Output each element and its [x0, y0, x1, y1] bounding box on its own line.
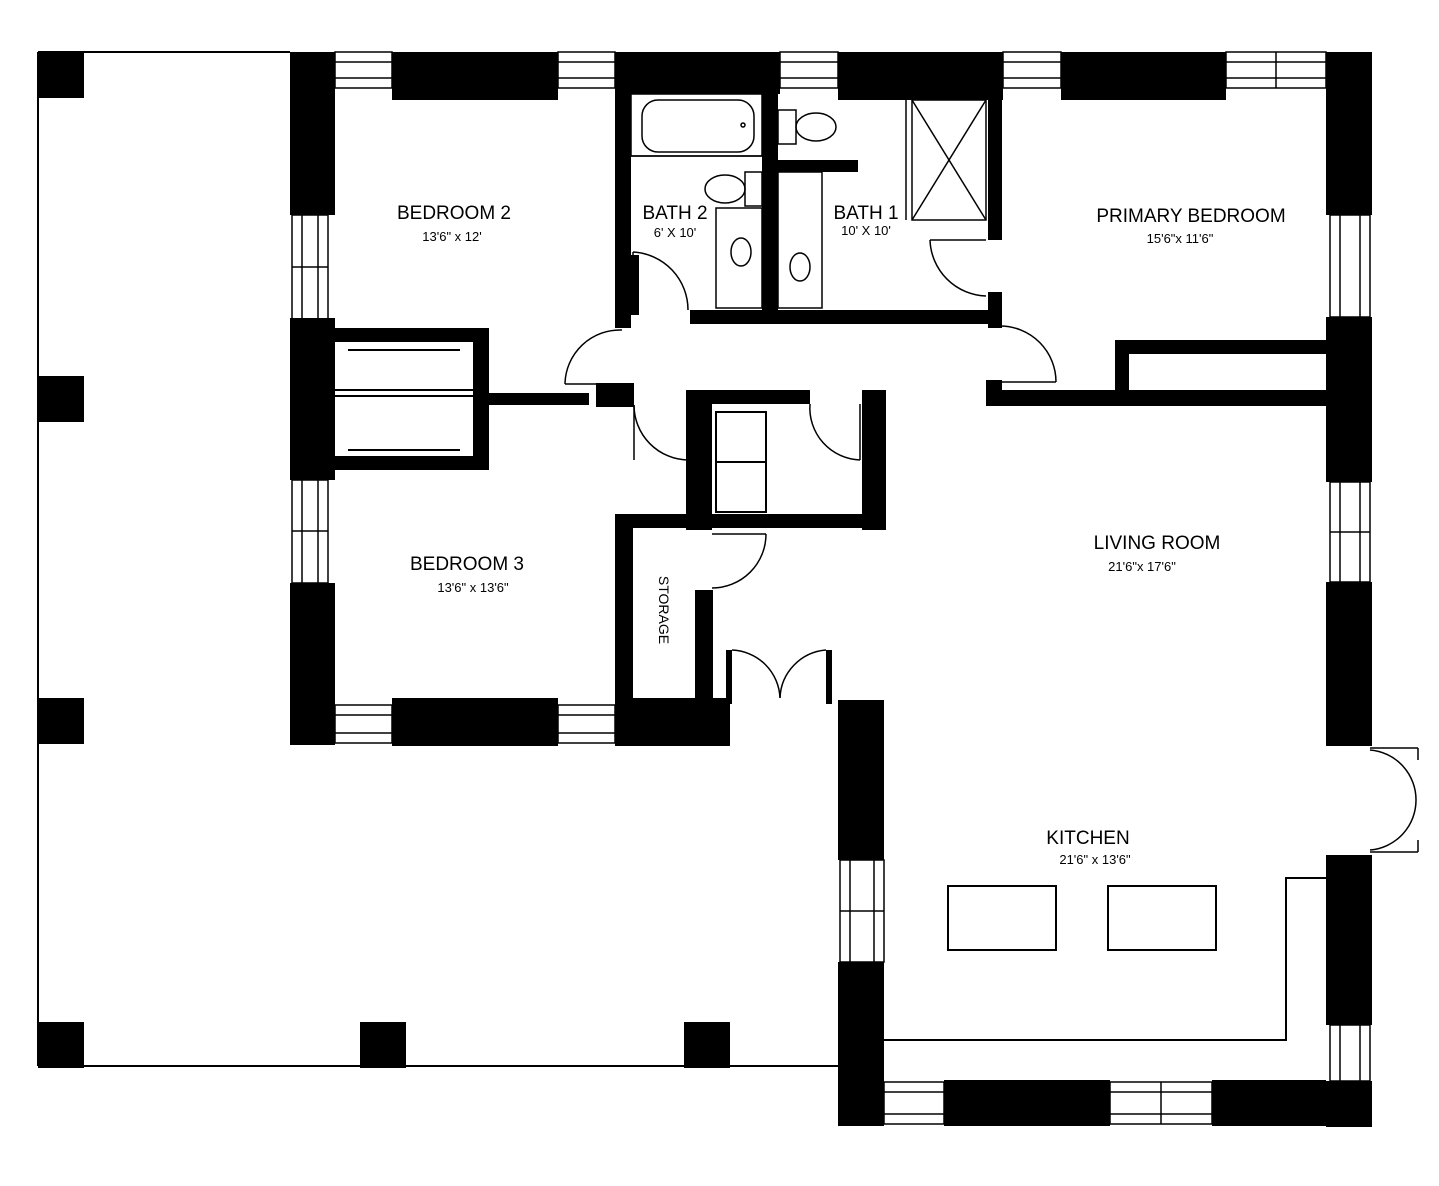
living-room-label: LIVING ROOM [1094, 533, 1221, 554]
bath1-dim: 10' X 10' [841, 223, 891, 238]
primary-bedroom-dim: 15'6"x 11'6" [1147, 231, 1214, 246]
bath1-label: BATH 1 [833, 203, 898, 224]
primary-bedroom-label: PRIMARY BEDROOM [1096, 206, 1285, 227]
storage-label: STORAGE [656, 576, 672, 644]
room-labels: BEDROOM 2 13'6" x 12' BATH 2 6' X 10' BA… [397, 203, 1286, 867]
interior-walls [335, 94, 1326, 704]
bedroom2-dim: 13'6" x 12' [422, 229, 481, 244]
living-room-dim: 21'6"x 17'6" [1108, 559, 1176, 574]
bath-fixtures [630, 93, 987, 309]
porch-posts [38, 52, 730, 1068]
bedroom2-label: BEDROOM 2 [397, 203, 511, 224]
kitchen-fixtures [884, 877, 1326, 1041]
closet-details [335, 345, 1320, 513]
kitchen-label: KITCHEN [1046, 828, 1129, 849]
bath2-dim: 6' X 10' [654, 225, 697, 240]
exterior-walls [290, 52, 1372, 1127]
doors [564, 239, 1419, 853]
kitchen-dim: 21'6" x 13'6" [1059, 852, 1131, 867]
bedroom3-label: BEDROOM 3 [410, 554, 524, 575]
bath2-label: BATH 2 [642, 203, 707, 224]
bedroom3-dim: 13'6" x 13'6" [437, 580, 509, 595]
